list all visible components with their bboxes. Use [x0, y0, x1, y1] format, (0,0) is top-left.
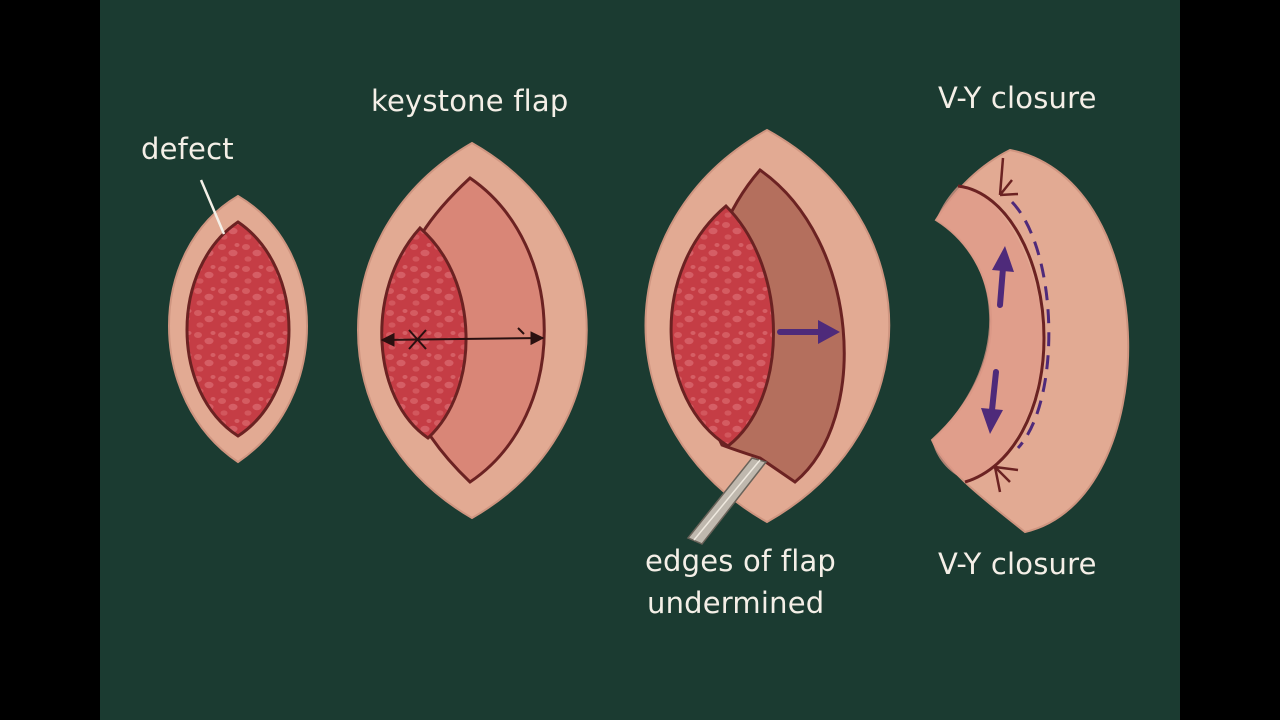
- keystone-flap-figure: [357, 141, 588, 520]
- edges-label-line2: undermined: [647, 586, 825, 620]
- defect-pointer: [199, 179, 226, 235]
- vy-closure-figure: [930, 148, 1130, 534]
- vy-suture-line: [957, 184, 1046, 484]
- double-arrow-icon: [380, 331, 545, 347]
- undermined-defect-area: [669, 203, 775, 448]
- arrow-down-icon: [981, 369, 1003, 434]
- defect-figure: [168, 179, 308, 464]
- cross-mark-icon: [408, 329, 427, 350]
- scalpel-icon: [686, 457, 768, 545]
- arrow-right-icon: [777, 320, 840, 344]
- edges-label-line1: edges of flap: [645, 544, 837, 578]
- suture-icon: [993, 157, 1019, 493]
- tick-mark: [517, 327, 525, 335]
- defect-label: defect: [141, 132, 234, 166]
- undermined-flap-figure: [644, 128, 891, 545]
- defect-wound: [185, 220, 291, 438]
- vy-closure-flap: [932, 186, 1044, 480]
- keystone-flap-label: keystone flap: [371, 84, 569, 118]
- vy-closure-top-label: V-Y closure: [938, 81, 1097, 115]
- dashed-suture-line: [1010, 200, 1051, 450]
- arrow-up-icon: [992, 246, 1014, 308]
- vy-closure-bottom-label: V-Y closure: [938, 547, 1097, 581]
